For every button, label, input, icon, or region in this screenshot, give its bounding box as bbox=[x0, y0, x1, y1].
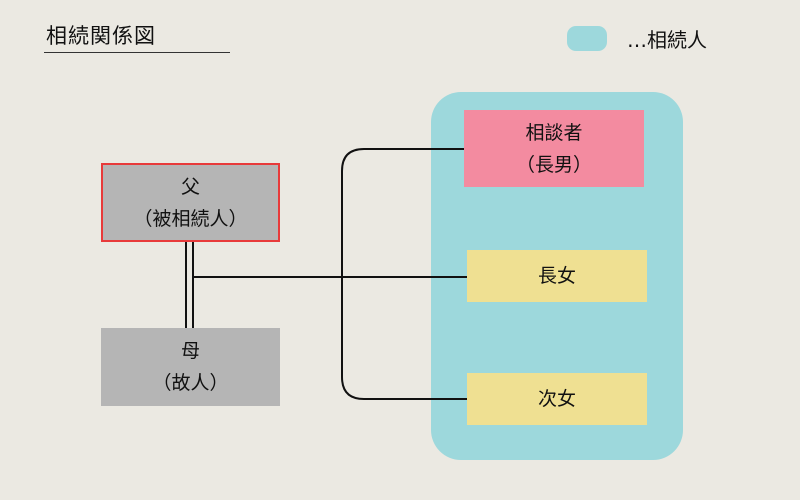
person-father[interactable]: 父 （被相続人） bbox=[101, 163, 280, 242]
diagram-title: 相続関係図 bbox=[46, 24, 156, 48]
person-consultant-eldest-son[interactable]: 相談者 （長男） bbox=[464, 110, 644, 187]
father-label: 父 bbox=[180, 175, 200, 198]
consultant-label: 相談者 bbox=[525, 121, 583, 144]
person-mother[interactable]: 母 （故人） bbox=[101, 328, 280, 406]
father-role: （被相続人） bbox=[133, 207, 248, 230]
mother-role: （故人） bbox=[152, 372, 229, 394]
second-daughter-label: 次女 bbox=[537, 388, 576, 410]
legend-label: …相続人 bbox=[627, 28, 707, 52]
legend-heir-swatch bbox=[567, 26, 607, 51]
person-eldest-daughter[interactable]: 長女 bbox=[467, 250, 647, 302]
eldest-daughter-label: 長女 bbox=[537, 265, 576, 287]
person-second-daughter[interactable]: 次女 bbox=[467, 373, 647, 425]
children-bracket-line bbox=[341, 148, 467, 400]
legend: …相続人 bbox=[567, 24, 707, 53]
title-underline bbox=[44, 52, 230, 53]
consultant-role: （長男） bbox=[515, 153, 592, 176]
mother-label: 母 bbox=[180, 340, 200, 362]
